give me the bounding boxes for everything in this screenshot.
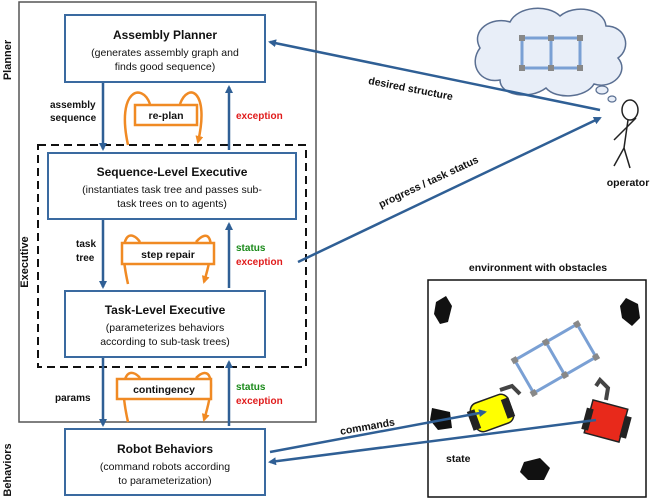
replan-label: re-plan <box>148 110 183 122</box>
sequence-executive-desc-2: task trees on to agents) <box>117 198 227 210</box>
robot-behaviors-desc-1: (command robots according <box>100 461 230 473</box>
progress-status-arrow <box>297 116 602 264</box>
task-executive-desc-2: according to sub-task trees) <box>100 336 230 348</box>
contingency-loop: contingency <box>115 371 213 423</box>
robot-behaviors-box: Robot Behaviors (command robots accordin… <box>64 428 266 496</box>
params-label: params <box>55 393 91 404</box>
desired-structure-label: desired structure <box>367 75 454 103</box>
assembly-planner-desc-1: (generates assembly graph and <box>91 47 239 59</box>
robot-behaviors-title: Robot Behaviors <box>117 442 213 456</box>
executive-side-label: Executive <box>19 236 31 287</box>
operator-label: operator <box>607 177 650 189</box>
assembly-planner-title: Assembly Planner <box>113 28 217 42</box>
outer-frame <box>18 1 317 423</box>
assembly-planner-desc-2: finds good sequence) <box>115 61 215 73</box>
behaviors-side-label: Behaviors <box>2 443 14 496</box>
status-label-3: status <box>236 382 266 393</box>
task-executive-box: Task-Level Executive (parameterizes beha… <box>64 290 266 358</box>
sequence-executive-title: Sequence-Level Executive <box>97 165 248 179</box>
executive-dashed-frame <box>37 144 307 368</box>
exception-label-2: exception <box>236 257 283 268</box>
desired-structure-arrow <box>268 39 601 112</box>
assembly-planner-box: Assembly Planner (generates assembly gra… <box>64 14 266 83</box>
operator-figure <box>613 99 639 169</box>
exception-label-3: exception <box>236 396 283 407</box>
thought-cloud <box>474 7 627 103</box>
structure-icon <box>510 320 601 398</box>
commands-arrow <box>269 409 487 454</box>
contingency-label: contingency <box>133 384 195 396</box>
task-tree-label-1: task <box>76 239 96 250</box>
task-tree-label-2: tree <box>76 253 95 264</box>
yellow-robot-icon <box>466 383 522 433</box>
step-repair-label: step repair <box>141 249 195 261</box>
assembly-sequence-label-1: assembly <box>50 100 96 111</box>
red-robot-icon <box>581 376 632 443</box>
sequence-executive-box: Sequence-Level Executive (instantiates t… <box>47 152 297 220</box>
assembly-sequence-label-2: sequence <box>50 113 97 124</box>
state-label: state <box>446 453 471 465</box>
robot-behaviors-desc-2: to parameterization) <box>118 475 211 487</box>
exception-label-1: exception <box>236 111 283 122</box>
step-repair-loop: step repair <box>120 234 216 285</box>
planner-side-label: Planner <box>2 39 14 80</box>
sequence-executive-desc-1: (instantiates task tree and passes sub- <box>82 184 262 196</box>
replan-loop: re-plan <box>123 91 204 146</box>
task-executive-title: Task-Level Executive <box>105 303 226 317</box>
state-arrow <box>268 418 597 466</box>
status-label-2: status <box>236 243 266 254</box>
environment-title: environment with obstacles <box>469 262 607 274</box>
task-executive-desc-1: (parameterizes behaviors <box>106 322 224 334</box>
